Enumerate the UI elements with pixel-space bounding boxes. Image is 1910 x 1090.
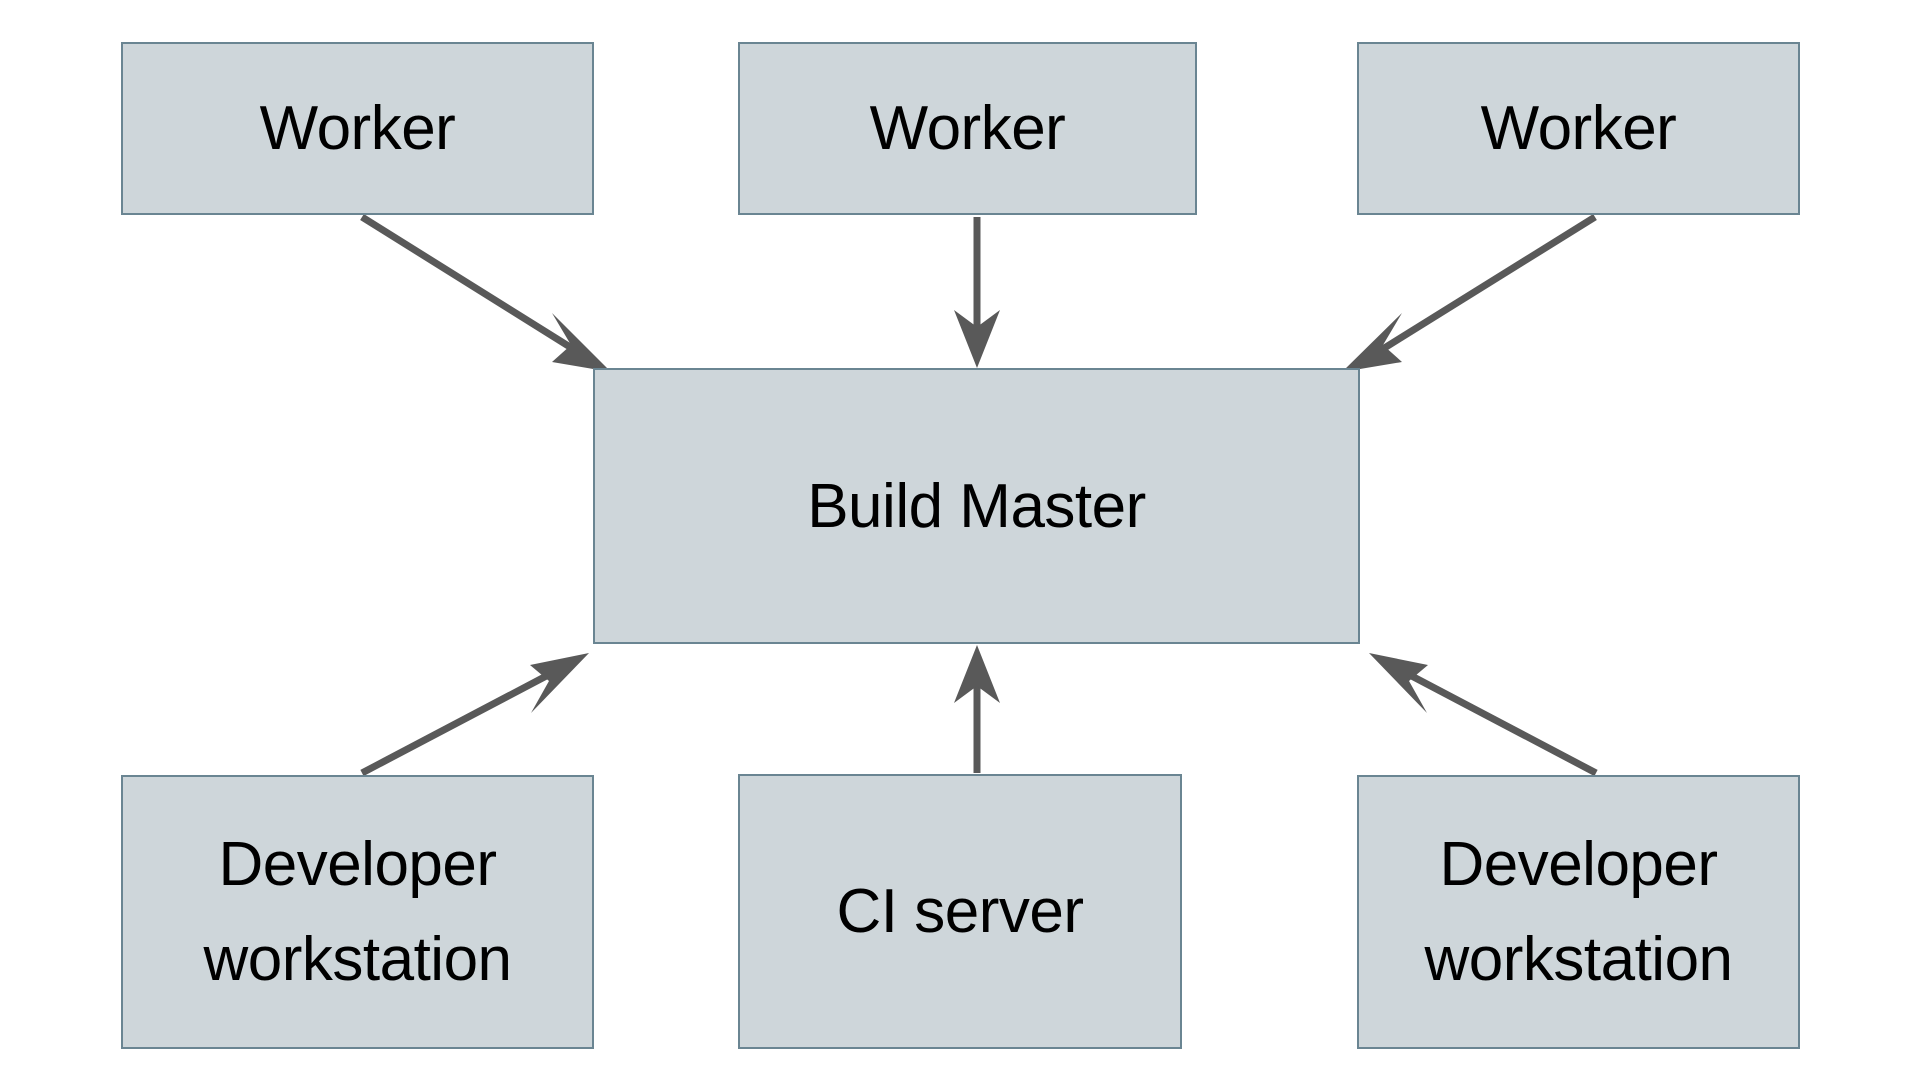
edge-ci-server-to-master: [954, 645, 1000, 773]
node-build-master[interactable]: Build Master: [593, 368, 1360, 644]
node-label: Worker: [259, 94, 456, 163]
node-worker-left[interactable]: Worker: [121, 42, 594, 215]
node-label: Developer workstation: [203, 830, 512, 994]
edge-worker-right-to-master: [1342, 214, 1597, 372]
edge-worker-center-to-master: [954, 217, 1000, 368]
node-ci-server[interactable]: CI server: [738, 774, 1182, 1049]
node-label: Worker: [1480, 94, 1677, 163]
edge-worker-left-to-master: [360, 214, 611, 372]
node-developer-workstation-left[interactable]: Developer workstation: [121, 775, 594, 1049]
node-label: Build Master: [807, 471, 1146, 541]
edge-dev-left-to-master: [360, 653, 589, 777]
node-worker-right[interactable]: Worker: [1357, 42, 1800, 215]
node-label: Developer workstation: [1424, 830, 1733, 994]
node-label: CI server: [836, 877, 1084, 946]
node-developer-workstation-right[interactable]: Developer workstation: [1357, 775, 1800, 1049]
edge-dev-right-to-master: [1369, 653, 1598, 777]
node-worker-center[interactable]: Worker: [738, 42, 1197, 215]
node-label: Worker: [869, 94, 1066, 163]
